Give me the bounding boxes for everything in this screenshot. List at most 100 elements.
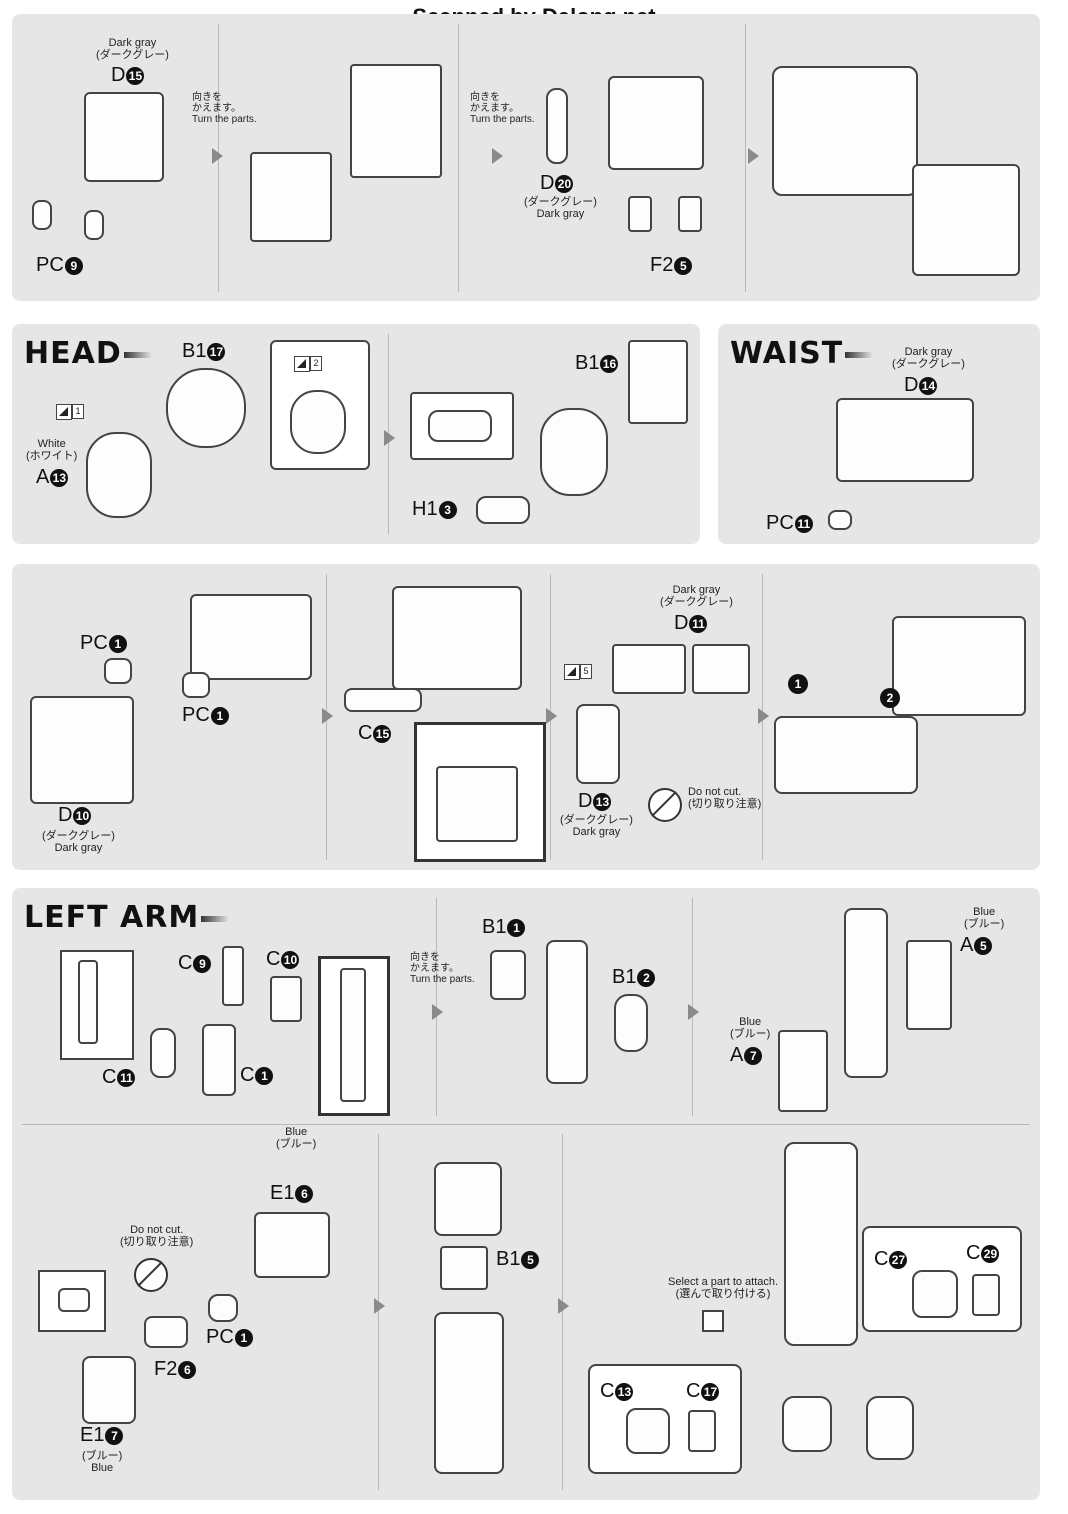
part-forearm-assembly bbox=[844, 908, 888, 1078]
part-b116-antenna bbox=[628, 340, 688, 424]
direction-arrow-icon bbox=[374, 1298, 385, 1314]
direction-arrow-icon bbox=[432, 1004, 443, 1020]
part-c9-detail bbox=[78, 960, 98, 1044]
no-cut-note: Do not cut.(切り取り注意) bbox=[688, 786, 762, 810]
step-order-1: 1 bbox=[788, 674, 808, 694]
part-base-front bbox=[250, 152, 332, 242]
turn-note: 向きをかえます。Turn the parts. bbox=[410, 952, 475, 985]
direction-arrow-icon bbox=[558, 1298, 569, 1314]
part-forearm-frame bbox=[546, 940, 588, 1084]
color-note-blue: Blue(ブルー) bbox=[964, 906, 1005, 930]
part-a5-drawing bbox=[906, 940, 952, 1030]
color-note-dark-gray: (ダークグレー)Dark gray bbox=[560, 814, 633, 838]
divider bbox=[22, 1124, 1030, 1125]
part-d11-drawing bbox=[692, 644, 750, 694]
part-a7-drawing bbox=[778, 1030, 828, 1112]
part-shoulder-assembly bbox=[392, 586, 522, 690]
section-title-left-arm: LEFT ARM bbox=[24, 900, 229, 935]
direction-arrow-icon bbox=[212, 148, 223, 164]
part-shoulder-final bbox=[892, 616, 1026, 716]
part-shoulder-block bbox=[190, 594, 312, 680]
part-c15-drawing bbox=[344, 688, 422, 712]
part-arm-complete bbox=[784, 1142, 858, 1346]
direction-arrow-icon bbox=[546, 708, 557, 724]
part-e17-drawing bbox=[82, 1356, 136, 1424]
no-cut-icon bbox=[648, 788, 682, 822]
part-f25-foot bbox=[628, 196, 652, 232]
part-c29-drawing bbox=[972, 1274, 1000, 1316]
part-pc9-peg bbox=[32, 200, 52, 230]
section-title-waist: WAIST bbox=[730, 336, 873, 371]
part-d15-drawing bbox=[84, 92, 164, 182]
part-c1-drawing bbox=[202, 1024, 236, 1096]
part-head-detail bbox=[290, 390, 346, 454]
part-pc1-drawing bbox=[104, 658, 132, 684]
part-d13-drawing bbox=[576, 704, 620, 784]
part-c10-drawing bbox=[270, 976, 302, 1022]
part-c15-detail bbox=[436, 766, 518, 842]
part-arm-lower bbox=[434, 1312, 504, 1474]
part-b12-drawing bbox=[614, 994, 648, 1052]
divider bbox=[458, 24, 459, 292]
direction-arrow-icon bbox=[322, 708, 333, 724]
part-c1-detail bbox=[340, 968, 366, 1102]
no-cut-icon bbox=[134, 1258, 168, 1292]
color-note-dark-gray: Dark gray(ダークグレー) bbox=[96, 37, 169, 61]
cut-flag-icon: 2 bbox=[294, 356, 322, 374]
part-d11-drawing bbox=[612, 644, 686, 694]
part-c17-drawing bbox=[688, 1410, 716, 1452]
part-c11-drawing bbox=[150, 1028, 176, 1078]
part-head-assembly bbox=[540, 408, 608, 496]
part-shoulder-armor bbox=[774, 716, 918, 794]
part-assembled-arm bbox=[772, 66, 918, 196]
direction-arrow-icon bbox=[748, 148, 759, 164]
step-order-2: 2 bbox=[880, 688, 900, 708]
part-b15-drawing bbox=[440, 1246, 488, 1290]
part-b11-drawing bbox=[490, 950, 526, 1000]
part-armor-block bbox=[912, 164, 1020, 276]
part-h13-detail bbox=[428, 410, 492, 442]
direction-arrow-icon bbox=[492, 148, 503, 164]
select-part-note: Select a part to attach.(選んで取り付ける) bbox=[668, 1276, 779, 1300]
part-pc1-drawing bbox=[182, 672, 210, 698]
cut-flag-icon: 1 bbox=[56, 404, 84, 422]
turn-note: 向きをかえます。Turn the parts. bbox=[192, 92, 257, 125]
part-h13-drawing bbox=[476, 496, 530, 524]
detail-callout-f26 bbox=[38, 1270, 106, 1332]
color-note-blue: Blue(ブルー) bbox=[730, 1016, 771, 1040]
part-pc1-drawing bbox=[208, 1294, 238, 1322]
direction-arrow-icon bbox=[384, 430, 395, 446]
direction-arrow-icon bbox=[688, 1004, 699, 1020]
part-pc11-drawing bbox=[828, 510, 852, 530]
part-f26-drawing bbox=[144, 1316, 188, 1348]
turn-note: 向きをかえます。Turn the parts. bbox=[470, 92, 535, 125]
color-note-dark-gray: (ダークグレー)Dark gray bbox=[524, 196, 597, 220]
part-armor-block bbox=[608, 76, 704, 170]
section-title-head: HEAD bbox=[24, 336, 152, 371]
